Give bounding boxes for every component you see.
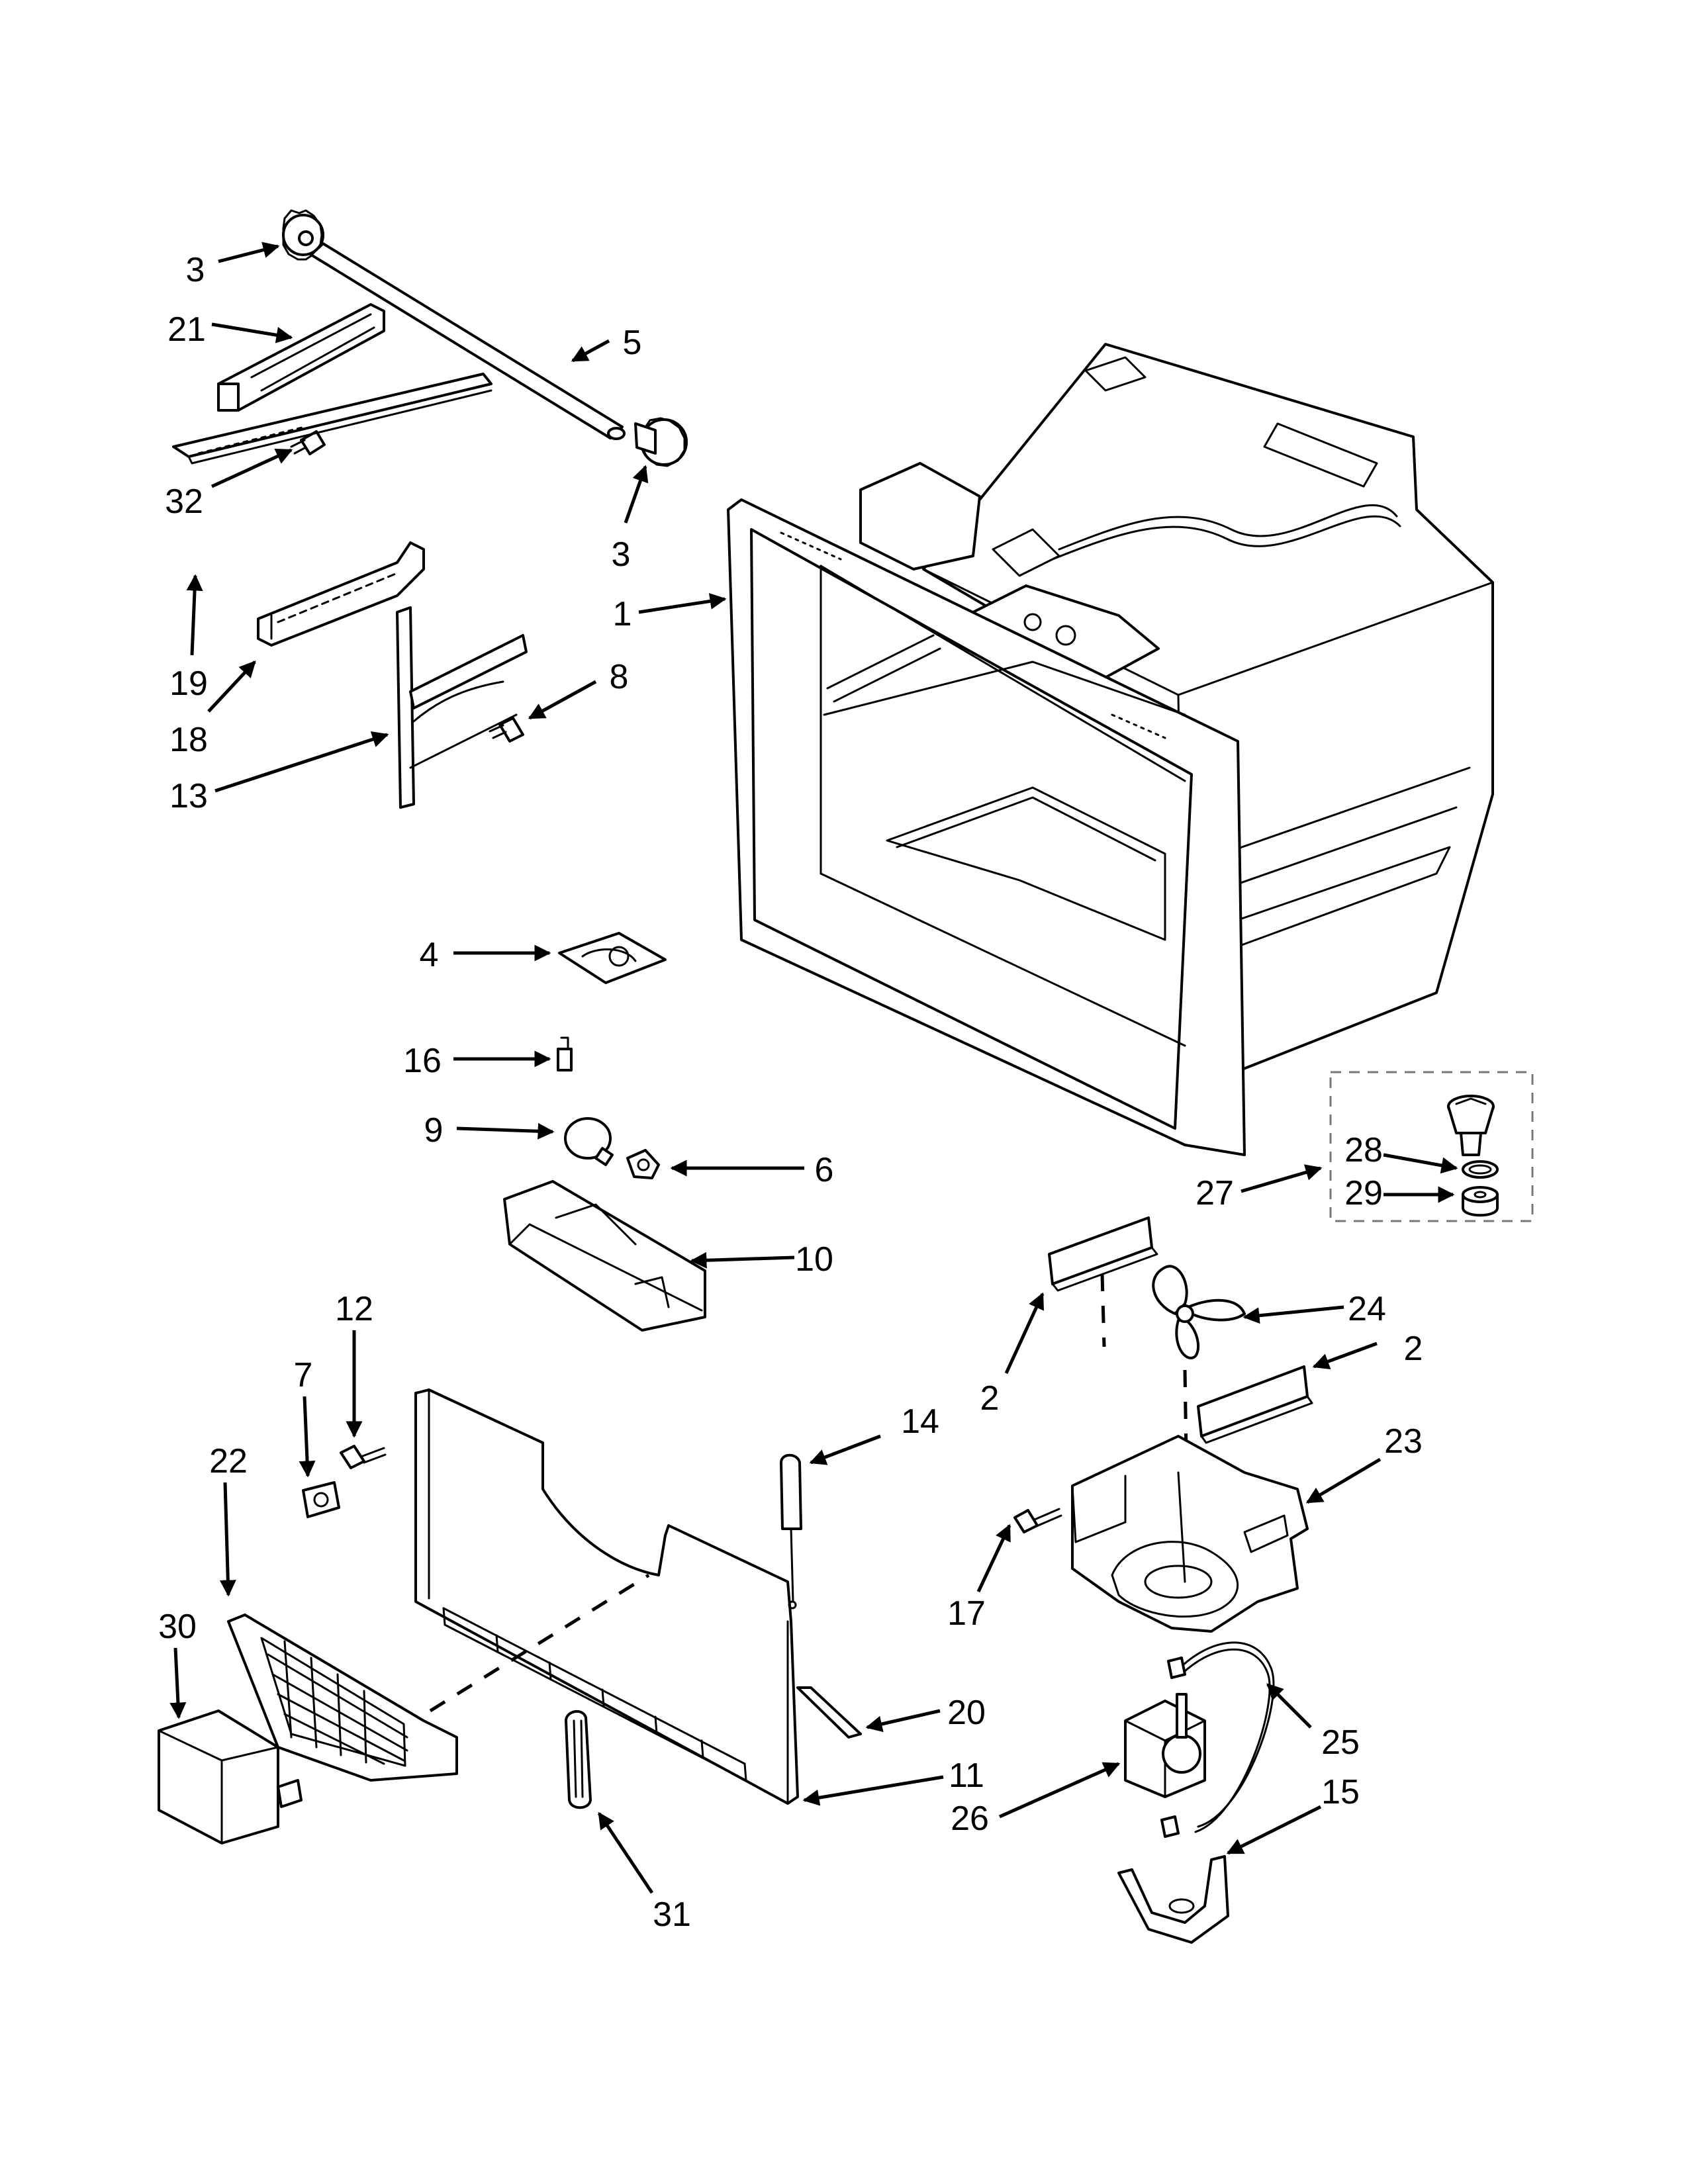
callout-1: 1 — [613, 595, 632, 633]
callout-15: 15 — [1321, 1773, 1360, 1811]
light-socket-part-6 — [626, 1149, 660, 1179]
freezer-liner-part-1 — [727, 343, 1494, 1156]
gear-part-3-bottom — [634, 417, 688, 467]
switch-part-16 — [557, 1036, 573, 1071]
rail-cover-part-18 — [257, 541, 425, 647]
callout-24: 24 — [1348, 1290, 1386, 1328]
slide-bracket-part-21 — [217, 303, 385, 412]
callout-7: 7 — [294, 1356, 313, 1394]
insulation-pad-part-2-right — [1197, 1365, 1313, 1444]
light-bulb-part-9 — [564, 1117, 614, 1166]
callout-16: 16 — [403, 1042, 442, 1080]
fan-assembly-centerline — [1100, 1273, 1106, 1347]
fan-motor-part-26 — [1124, 1693, 1206, 1798]
callout-19: 19 — [169, 664, 208, 703]
callout-12: 12 — [335, 1290, 373, 1328]
grille-alignment-line — [429, 1573, 650, 1713]
fan-blade-part-24 — [1152, 1265, 1246, 1359]
callout-14: 14 — [901, 1402, 939, 1441]
callout-26: 26 — [951, 1799, 989, 1838]
callout-2-left: 2 — [980, 1379, 1000, 1418]
callout-5: 5 — [623, 324, 642, 362]
callout-23: 23 — [1384, 1422, 1423, 1461]
callout-9: 9 — [424, 1111, 444, 1150]
fan-shroud-part-23 — [1071, 1435, 1309, 1633]
callout-21: 21 — [167, 310, 206, 349]
bracket-part-13 — [396, 606, 528, 809]
thermistor-part-14 — [780, 1453, 802, 1610]
callout-2-right: 2 — [1404, 1330, 1423, 1368]
insulation-pad-part-2-left — [1048, 1216, 1158, 1292]
callout-32: 32 — [165, 482, 203, 521]
light-housing-part-10 — [503, 1180, 706, 1332]
screw-part-8 — [489, 717, 524, 743]
callout-20: 20 — [947, 1694, 986, 1732]
wire-harness-part-25 — [1160, 1641, 1275, 1838]
o-ring-part-28 — [1462, 1160, 1499, 1179]
callout-27: 27 — [1196, 1174, 1234, 1212]
callout-11: 11 — [949, 1756, 984, 1795]
callout-labels: 3 21 5 32 3 1 19 8 18 13 4 16 9 6 28 27 … — [158, 251, 1423, 1934]
screw-part-12 — [340, 1445, 387, 1469]
callout-22: 22 — [209, 1442, 248, 1480]
leader-lines — [169, 242, 1458, 1894]
screw-part-17 — [1013, 1508, 1062, 1533]
rear-cover-panel-part-11 — [414, 1388, 799, 1805]
callout-18: 18 — [169, 721, 208, 759]
callout-3-bottom: 3 — [612, 535, 631, 574]
callout-25: 25 — [1321, 1723, 1360, 1762]
callout-30: 30 — [158, 1608, 197, 1646]
callout-3-top: 3 — [186, 251, 205, 289]
washer-part-29 — [1462, 1186, 1499, 1217]
sensor-part-7 — [302, 1481, 340, 1518]
gasket-part-20 — [796, 1686, 862, 1739]
callout-8: 8 — [610, 658, 629, 696]
callout-17: 17 — [947, 1594, 986, 1633]
callout-4: 4 — [420, 936, 439, 974]
callout-28: 28 — [1344, 1131, 1383, 1169]
drain-fitting-part-27 — [1447, 1095, 1495, 1156]
motor-bracket-part-15 — [1117, 1855, 1229, 1944]
control-module-part-4 — [558, 932, 667, 984]
heater-part-31 — [565, 1710, 592, 1809]
callout-6: 6 — [815, 1151, 834, 1189]
callout-13: 13 — [169, 777, 208, 815]
grille-part-22 — [227, 1614, 458, 1782]
shaft-part-5 — [310, 242, 626, 440]
drain-kit-box-part-27 — [1329, 1071, 1534, 1222]
callout-29: 29 — [1344, 1174, 1383, 1212]
cover-part-30 — [158, 1709, 303, 1844]
slide-rail-part-19 — [172, 373, 492, 465]
callout-31: 31 — [653, 1895, 691, 1934]
callout-10: 10 — [795, 1240, 833, 1279]
